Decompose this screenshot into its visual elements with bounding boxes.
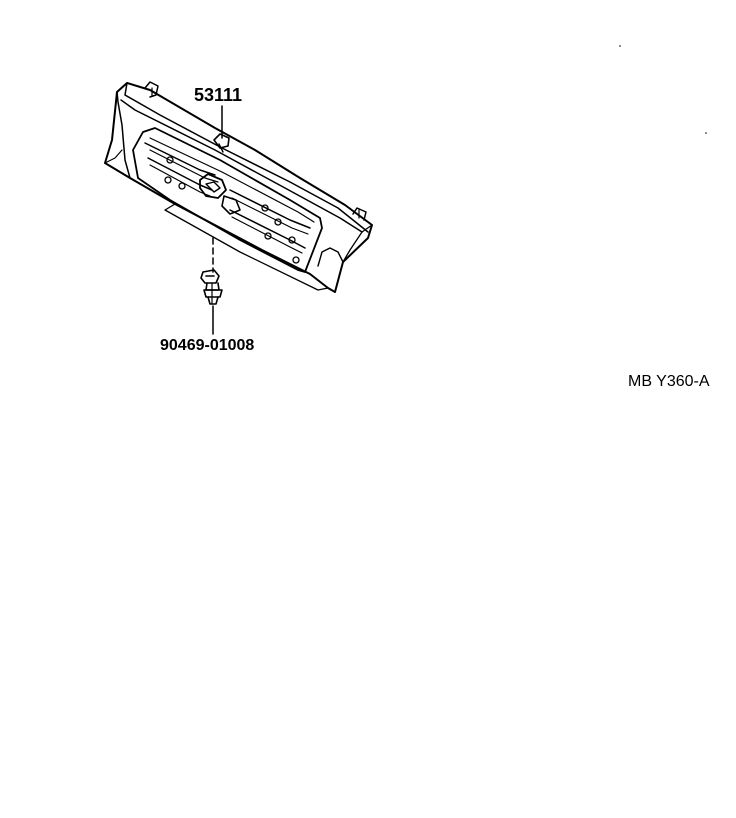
diagram-reference-code: MB Y360-A	[628, 373, 710, 390]
clip-fastener-illustration	[200, 269, 223, 305]
radiator-grille-illustration	[104, 81, 373, 293]
part-number-label-clip: 90469-01008	[160, 337, 255, 354]
part-number-label-grille: 53111	[194, 85, 243, 105]
scan-speck	[705, 132, 707, 134]
scan-speck	[619, 45, 621, 47]
